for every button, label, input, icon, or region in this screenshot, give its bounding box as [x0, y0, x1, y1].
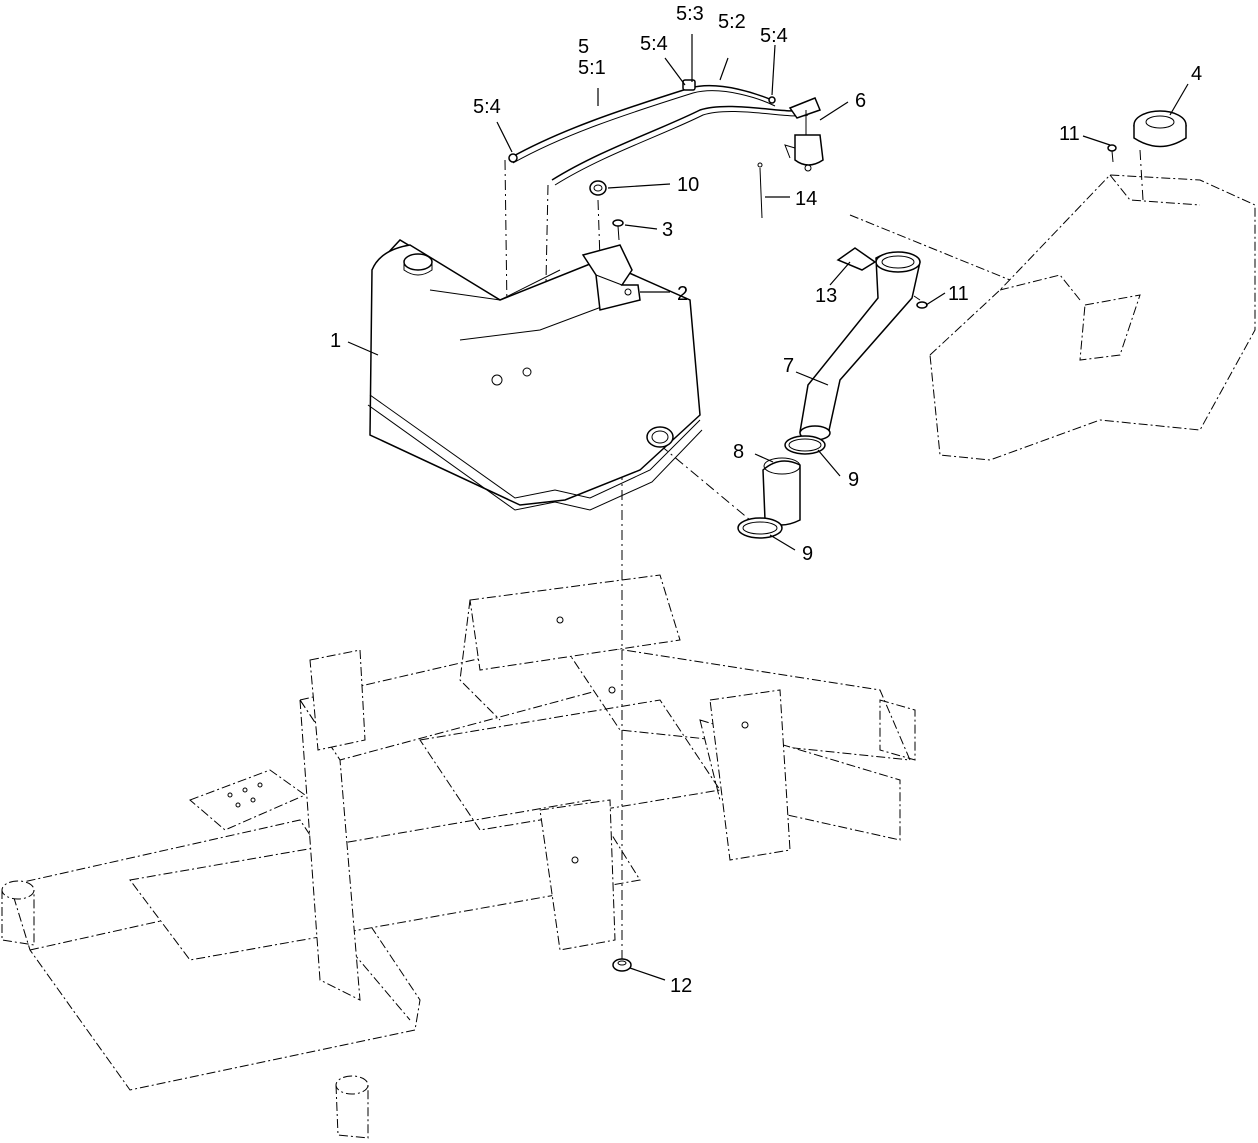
- hose-clamp-upper: [784, 435, 826, 455]
- callout-5-1: 5:1: [578, 57, 606, 79]
- callout-5-4-mid: 5:4: [640, 33, 668, 55]
- callout-5: 5: [578, 36, 589, 58]
- filler-neck-bracket: [836, 247, 877, 271]
- callout-labels: 1 2 3 4 5 5:1 5:2 5:3 5:4 5:4 5:4 6 7 8 …: [330, 3, 1202, 997]
- callout-8: 8: [733, 441, 744, 463]
- callout-7: 7: [783, 355, 794, 377]
- callout-11-left: 11: [1059, 123, 1080, 145]
- fuel-cap: [1133, 110, 1187, 148]
- fuel-hose-assembly: [508, 79, 809, 186]
- leader-lines: [347, 34, 1189, 981]
- callout-5-2: 5:2: [718, 11, 746, 33]
- callout-5-4-left: 5:4: [473, 96, 501, 118]
- screw: [612, 219, 624, 241]
- screw-filler-bracket: [913, 295, 928, 309]
- callout-2: 2: [677, 283, 688, 305]
- hose-coupler: [762, 457, 801, 526]
- callout-4: 4: [1191, 63, 1202, 85]
- callout-5-4-right: 5:4: [760, 25, 788, 47]
- callout-10: 10: [677, 174, 699, 196]
- callout-13: 13: [815, 285, 837, 307]
- callout-11-right: 11: [948, 283, 969, 305]
- callout-6: 6: [855, 90, 866, 112]
- grommet: [589, 180, 607, 196]
- nut: [612, 958, 632, 972]
- callout-1: 1: [330, 330, 341, 352]
- fuel-tank: [367, 239, 703, 511]
- hose-clamp-lower: [737, 517, 783, 539]
- callout-3: 3: [662, 219, 673, 241]
- fuel-filter: [784, 97, 824, 172]
- callout-5-3: 5:3: [676, 3, 704, 25]
- filler-neck-hose: [799, 251, 921, 441]
- screw-fender: [1107, 144, 1117, 163]
- callout-9-lower: 9: [802, 543, 813, 565]
- wire-tie: [757, 162, 763, 219]
- callout-12: 12: [670, 975, 692, 997]
- chassis-frame: [1, 574, 916, 1139]
- fender-panel: [849, 174, 1256, 461]
- bracket: [581, 244, 641, 311]
- callout-14: 14: [795, 188, 817, 210]
- callout-9-upper: 9: [848, 469, 859, 491]
